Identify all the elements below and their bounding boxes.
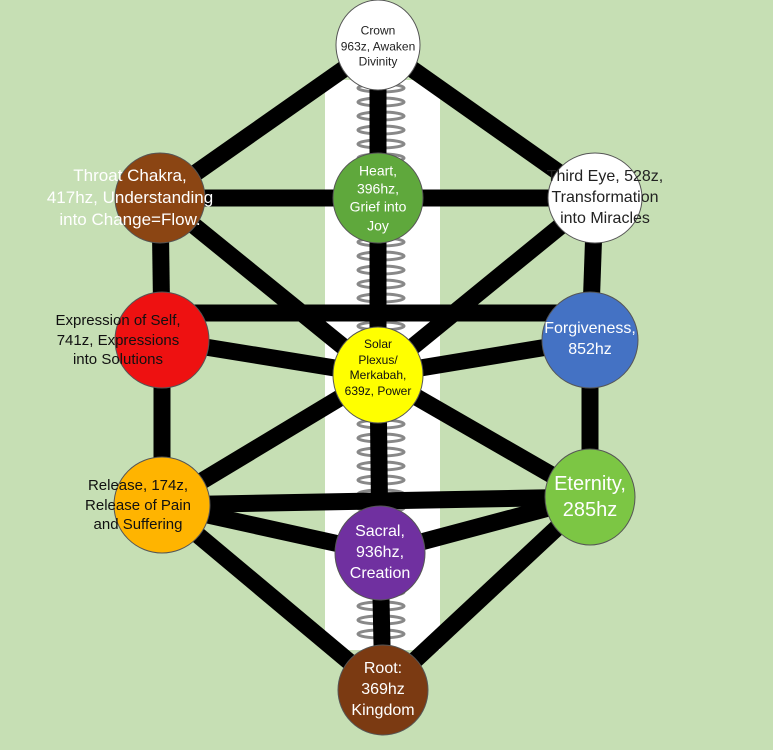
label-line: Creation — [349, 564, 411, 582]
label-line: Third Eye, 528z, — [546, 167, 664, 185]
label-line: Merkabah, — [349, 368, 407, 382]
node-sacral — [334, 505, 426, 601]
path-release-eternity — [161, 488, 591, 514]
node-crown — [335, 0, 421, 91]
label-line: Grief into — [349, 199, 407, 215]
label-line: Kingdom — [351, 701, 415, 719]
label-line: Divinity — [358, 54, 398, 69]
label-line: 936hz, — [355, 543, 405, 561]
node-third-eye — [547, 152, 643, 244]
label-line: Transformation — [551, 188, 659, 206]
label-line: Forgiveness, — [544, 320, 636, 338]
label-line: 396hz, — [356, 180, 400, 197]
label-line: 417hz, Understanding — [46, 187, 214, 207]
node-label-throat: Throat Chakra,417hz, Understanding into C… — [47, 165, 213, 231]
node-throat — [114, 152, 206, 244]
label-line: Expression of Self, — [55, 311, 181, 329]
node-root — [337, 644, 429, 736]
label-line: Crown — [360, 23, 396, 38]
label-line: into Change=Flow. — [59, 210, 201, 230]
label-line: into Miracles — [560, 209, 650, 227]
label-line: Release, 174z, — [87, 476, 189, 494]
label-line: Sacral, — [355, 522, 405, 540]
node-label-third-eye: Third Eye, 528z, Transformation into Mirac… — [547, 167, 664, 229]
label-line: Plexus/ — [358, 352, 398, 367]
label-line: Heart, — [358, 162, 398, 179]
label-line: 852hz — [568, 341, 612, 358]
node-expression — [114, 291, 210, 389]
path-throat-solar-plexus — [154, 191, 384, 382]
label-line: Release of Pain — [85, 496, 191, 514]
node-release — [113, 456, 211, 554]
path-eternity-root — [377, 490, 596, 697]
label-line: 639z, Power — [344, 383, 412, 398]
label-line: into Solutions — [72, 350, 164, 368]
label-line: Eternity, — [554, 473, 626, 495]
label-line: 369hz — [361, 680, 405, 698]
label-line: 741z, Expressions — [56, 331, 180, 349]
node-label-sacral: Sacral, 936hz, Creation — [350, 522, 410, 584]
label-line: 285hz — [562, 499, 618, 521]
label-line: Solar — [363, 336, 393, 351]
node-forgiveness — [541, 291, 639, 389]
node-heart — [332, 152, 424, 244]
node-label-eternity: Eternity, 285hz — [554, 471, 626, 523]
node-eternity — [544, 448, 636, 546]
label-line: Throat Chakra, — [73, 165, 187, 185]
label-line: Root: — [363, 659, 403, 677]
node-label-forgiveness: Forgiveness, 852hz — [544, 319, 636, 361]
label-line: and Suffering — [93, 515, 183, 533]
node-solar-plexus — [332, 326, 424, 424]
label-line: Joy — [367, 217, 389, 234]
label-line: 963z, Awaken — [340, 39, 416, 54]
